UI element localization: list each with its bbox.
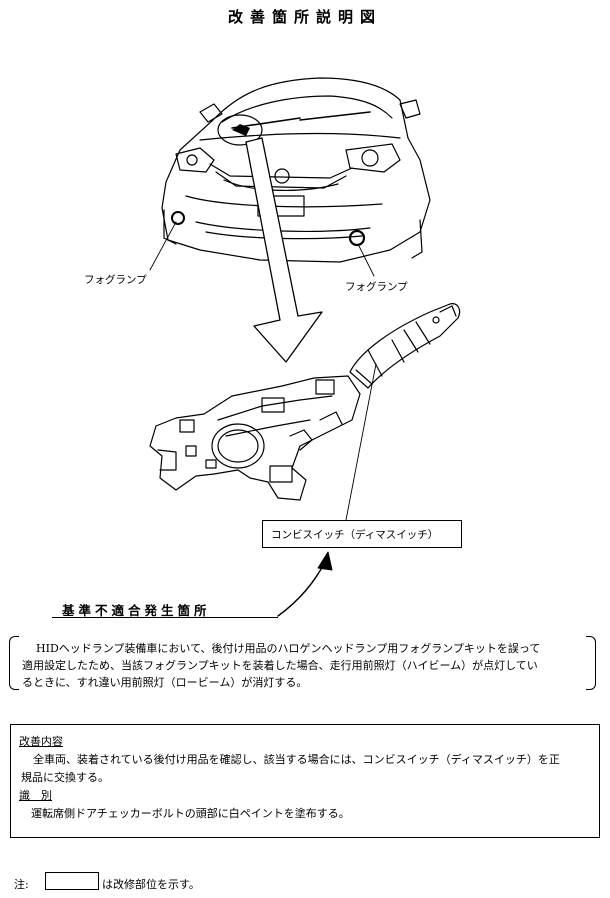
improvement-line-2: 規品に交換する。 [21,771,109,784]
fog-lamp-left-label: フォグランプ [84,274,147,286]
combination-switch-illustration [149,303,461,501]
switch-location-icon [232,124,250,136]
car-illustration [161,77,431,263]
pointer-arrow [245,137,323,363]
identification-heading: 識 別 [19,789,52,802]
note-text: は改修部位を示す。 [102,878,200,891]
note-legend-box [45,872,99,890]
description-line-1: HIDヘッドランプ装備車において、後付け用品のハロゲンヘッドランプ用フォグランプ… [36,642,541,655]
description-line-3: るときに、すれ違い用前照灯（ロービーム）が消灯する。 [22,676,308,689]
page-title: 改善箇所説明図 [227,8,382,26]
note-prefix: 注: [14,878,29,891]
bracket-left [9,636,19,690]
nonconformity-label: 基準不適合発生箇所 [62,603,211,618]
improvement-box: 改善内容 全車両、装着されている後付け用品を確認し、該当する場合には、コンビスイ… [10,724,600,838]
fog-lamp-right-label: フォグランプ [345,281,408,293]
identification-text: 運転席側ドアチェッカーボルトの頭部に白ペイントを塗布する。 [31,807,350,820]
improvement-heading: 改善内容 [19,735,63,748]
nonconformity-arrow [277,551,333,617]
improvement-line-1: 全車両、装着されている後付け用品を確認し、該当する場合には、コンビスイッチ（ディ… [33,753,560,766]
nonconformity-underline [52,617,278,618]
description-line-2: 適用設定したため、当該フォグランプキットを装着した場合、走行用前照灯（ハイビーム… [22,659,538,672]
combi-switch-label-box: コンビスイッチ（ディマスイッチ） [262,520,462,548]
bracket-right [586,636,596,690]
defect-description: HIDヘッドランプ装備車において、後付け用品のハロゲンヘッドランプ用フォグランプ… [22,640,588,691]
